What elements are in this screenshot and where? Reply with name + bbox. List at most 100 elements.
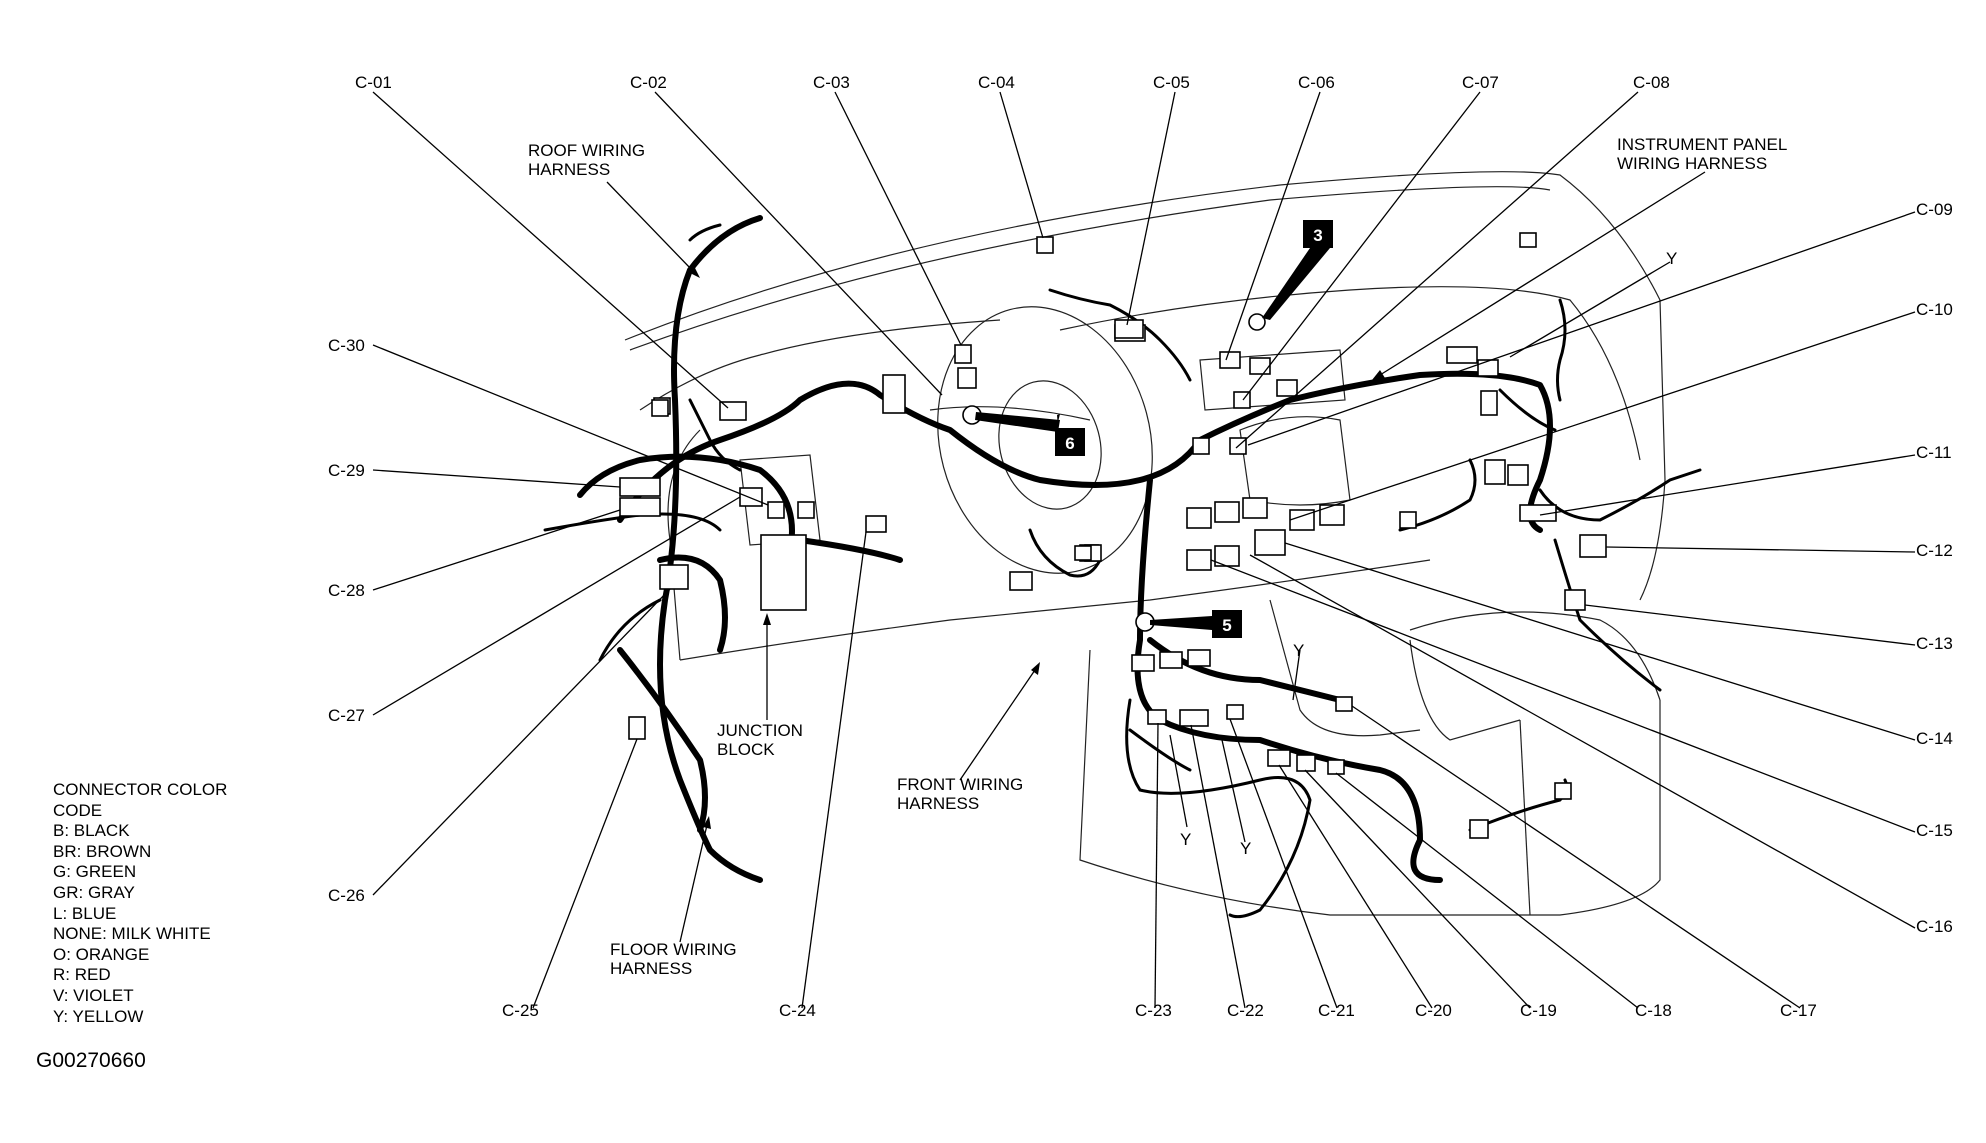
marker-6 (1055, 428, 1085, 456)
leader-c04 (999, 91, 1044, 239)
leader-c09 (1247, 211, 1916, 446)
instrument-harness-label-1: INSTRUMENT PANEL (1617, 135, 1787, 154)
svg-text:6: 6 (1065, 434, 1074, 453)
label-c21: C-21 (1318, 1001, 1355, 1020)
label-c23: C-23 (1135, 1001, 1172, 1020)
harness-labels: ROOF WIRING HARNESS INSTRUMENT PANEL WIR… (528, 135, 1787, 978)
leader-c17 (1351, 705, 1801, 1009)
leader-c15 (1210, 559, 1916, 833)
leader-c27 (372, 496, 741, 716)
label-c05: C-05 (1153, 73, 1190, 92)
label-c04: C-04 (978, 73, 1015, 92)
label-c25: C-25 (502, 1001, 539, 1020)
leader-c23 (1154, 722, 1159, 1009)
leader-c21 (1229, 718, 1338, 1009)
junction-block-label-2: BLOCK (717, 740, 775, 759)
dashboard-outline (624, 171, 1666, 916)
leader-c25 (532, 738, 638, 1009)
leader-c18 (1335, 772, 1639, 1009)
leader-c30 (372, 344, 769, 506)
label-c20: C-20 (1415, 1001, 1452, 1020)
legend-entry: B: BLACK (53, 821, 130, 841)
legend-entry: V: VIOLET (53, 985, 134, 1005)
legend-entry: R: RED (53, 965, 111, 985)
label-c27: C-27 (328, 706, 365, 725)
leader-c28 (372, 509, 621, 591)
leader-c07 (1242, 91, 1481, 401)
label-c07: C-07 (1462, 73, 1499, 92)
label-c16: C-16 (1916, 917, 1953, 936)
floor-harness-label-2: HARNESS (610, 959, 692, 978)
connector-labels: C-01 C-02 C-03 C-04 C-05 C-06 C-07 C-08 … (328, 73, 1953, 1020)
front-harness-label-1: FRONT WIRING (897, 775, 1023, 794)
roof-harness-label-2: HARNESS (528, 160, 610, 179)
leader-lines (372, 91, 1916, 1009)
legend-entry: G: GREEN (53, 862, 137, 882)
leader-c03 (834, 91, 962, 346)
color-y-1: Y (1666, 249, 1677, 268)
color-y-2: Y (1180, 830, 1191, 849)
leader-c16 (1249, 554, 1916, 929)
leader-c11 (1539, 454, 1916, 516)
label-c06: C-06 (1298, 73, 1335, 92)
label-c18: C-18 (1635, 1001, 1672, 1020)
label-c03: C-03 (813, 73, 850, 92)
leader-c29 (372, 469, 621, 488)
label-c15: C-15 (1916, 821, 1953, 840)
legend-title: CONNECTOR COLOR (53, 780, 228, 799)
connector-color-legend: CONNECTOR COLOR CODE B: BLACK BR: BROWN … (53, 780, 227, 1027)
leader-c20 (1278, 764, 1433, 1009)
svg-text:5: 5 (1222, 616, 1231, 635)
junction-block-label-1: JUNCTION (717, 721, 803, 740)
legend-entry: O: ORANGE (53, 944, 150, 964)
label-c12: C-12 (1916, 541, 1953, 560)
color-y-3: Y (1240, 839, 1251, 858)
leader-c26 (372, 588, 671, 896)
front-harness-label-2: HARNESS (897, 794, 979, 813)
leader-c22 (1190, 724, 1246, 1009)
leader-c14 (1284, 542, 1916, 741)
legend-title: CODE (53, 800, 103, 820)
label-c26: C-26 (328, 886, 365, 905)
leader-c19 (1304, 769, 1531, 1009)
label-c10: C-10 (1916, 300, 1953, 319)
label-c01: C-01 (355, 73, 392, 92)
legend-entry: NONE: MILK WHITE (53, 924, 211, 944)
label-c28: C-28 (328, 581, 365, 600)
leader-c01 (372, 91, 729, 409)
leader-c08 (1235, 91, 1639, 449)
roof-harness-label-1: ROOF WIRING (528, 141, 645, 160)
label-c22: C-22 (1227, 1001, 1264, 1020)
color-y-4: Y (1293, 641, 1304, 660)
leader-c02 (654, 91, 943, 396)
callout-markers: 3 6 5 (975, 220, 1333, 638)
label-c08: C-08 (1633, 73, 1670, 92)
legend-entry: GR: GRAY (53, 882, 135, 902)
leader-c10 (1289, 311, 1916, 521)
legend-entry: Y: YELLOW (53, 1006, 144, 1026)
marker-5 (1212, 610, 1242, 638)
instrument-harness-label-2: WIRING HARNESS (1617, 154, 1767, 173)
marker-3 (1303, 220, 1333, 248)
legend-entry: BR: BROWN (53, 841, 152, 861)
color-indicators: Y Y Y Y (1180, 249, 1677, 858)
label-c02: C-02 (630, 73, 667, 92)
label-c30: C-30 (328, 336, 365, 355)
label-c14: C-14 (1916, 729, 1953, 748)
label-c19: C-19 (1520, 1001, 1557, 1020)
legend-entry: L: BLUE (53, 903, 117, 923)
leader-c05 (1126, 91, 1176, 326)
leader-c12 (1605, 546, 1916, 553)
label-c17: C-17 (1780, 1001, 1817, 1020)
leader-c06 (1225, 91, 1321, 361)
leader-c24 (801, 531, 867, 1009)
leader-c13 (1584, 604, 1916, 646)
label-c13: C-13 (1916, 634, 1953, 653)
label-c09: C-09 (1916, 200, 1953, 219)
label-c11: C-11 (1916, 443, 1952, 462)
connector-blocks (619, 232, 1607, 839)
figure-id: G00270660 (36, 1049, 146, 1072)
svg-text:3: 3 (1313, 226, 1322, 245)
label-c24: C-24 (779, 1001, 816, 1020)
